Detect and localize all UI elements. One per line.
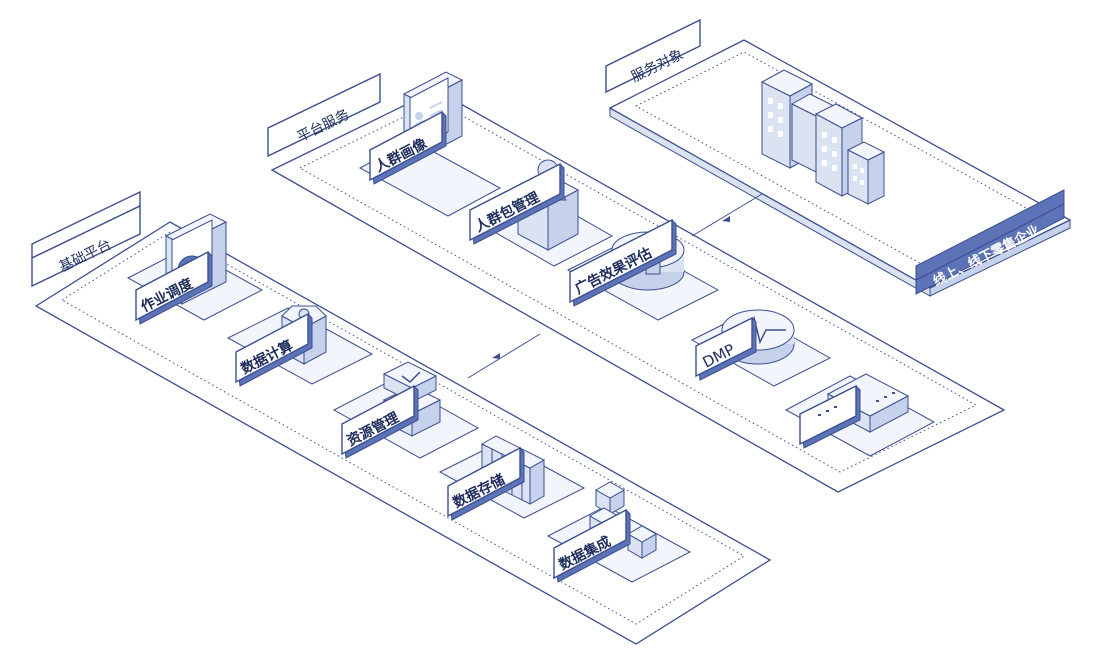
buildings-icon <box>760 69 886 205</box>
connector-base-to-platform <box>467 333 541 379</box>
label-audience-profile[interactable]: 人群画像 <box>369 110 447 185</box>
connector-platform-to-service <box>691 193 763 237</box>
label-data-integration[interactable]: 数据集成 <box>553 508 631 583</box>
label-gateway[interactable] <box>799 384 861 449</box>
platform-services-tag: 平台服务 <box>267 72 381 158</box>
label-resource-management[interactable]: 资源管理 <box>341 384 419 459</box>
base-platform-tag: 基础平台 <box>31 190 141 288</box>
